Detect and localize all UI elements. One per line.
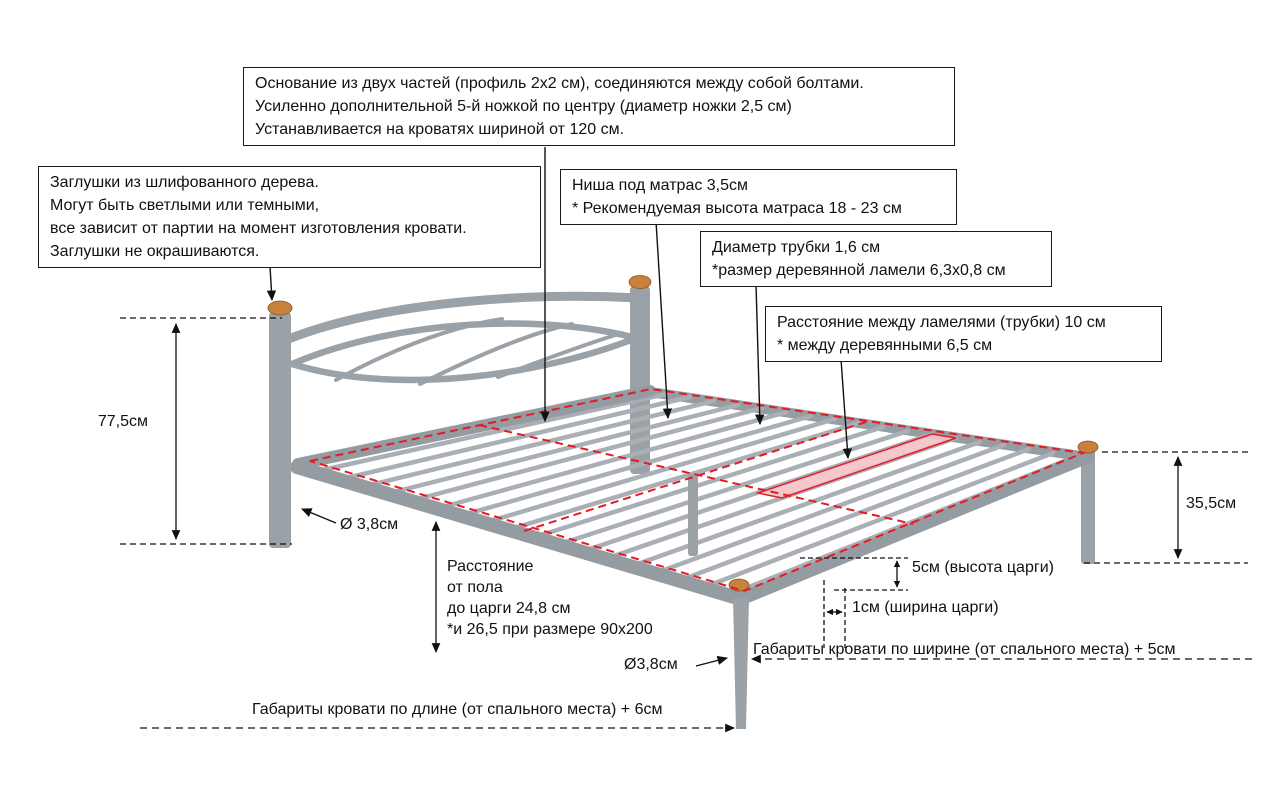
callout-base-line: Основание из двух частей (профиль 2x2 см… [255, 75, 864, 92]
dim-label-leg-diameter-foot: Ø3,8см [624, 656, 678, 673]
callout-base-line: Усиленно дополнительной 5-й ножкой по це… [255, 98, 792, 115]
callout-mattress-niche: Ниша под матрас 3,5см * Рекомендуемая вы… [560, 169, 957, 225]
near-rail [290, 460, 748, 606]
headboard-back-post [630, 286, 650, 474]
leader-tube-callout [755, 283, 765, 426]
bed-frame [267, 275, 1099, 729]
callout-base: Основание из двух частей (профиль 2x2 см… [243, 67, 955, 146]
center-fifth-leg [688, 474, 698, 556]
callout-caps-line: все зависит от партии на момент изготовл… [50, 220, 467, 237]
callout-caps: Заглушки из шлифованного дерева. Могут б… [38, 166, 541, 268]
leader-spacing-callout [840, 358, 853, 460]
highlighted-slat-gap [755, 433, 957, 499]
headboard-front-post [269, 312, 291, 548]
foot-leg-far [1081, 450, 1095, 564]
leader-leg-diameter-head [300, 508, 337, 524]
dim-label-rail-width: 1см (ширина царги) [852, 599, 999, 616]
callout-tube-line: Диаметр трубки 1,6 см [712, 239, 881, 256]
far-rail [645, 387, 1092, 462]
foot-rail [734, 450, 1094, 606]
wood-caps [267, 275, 1099, 592]
callout-spacing-line: * между деревянными 6,5 см [777, 337, 993, 354]
headboard [269, 291, 643, 548]
leader-lines [266, 147, 853, 667]
wood-cap-icon [628, 275, 652, 289]
slat-base-outline [309, 387, 1087, 593]
callout-tube-line: *размер деревянной ламели 6,3x0,8 см [712, 262, 1006, 279]
callout-base-line: Устанавливается на кроватях шириной от 1… [255, 121, 625, 138]
leader-niche-callout [655, 220, 673, 420]
dim-label-footboard-height: 35,5см [1186, 495, 1237, 512]
wood-cap-icon [267, 300, 293, 316]
callout-caps-line: Заглушки из шлифованного дерева. [50, 174, 319, 191]
callout-caps-line: Заглушки не окрашиваются. [50, 243, 260, 260]
callout-slat-spacing: Расстояние между ламелями (трубки) 10 см… [765, 306, 1162, 362]
foot-leg-near [733, 598, 749, 729]
dim-label-overall-width: Габариты кровати по ширине (от спального… [753, 641, 1176, 658]
callout-niche-line: Ниша под матрас 3,5см [572, 177, 749, 194]
dim-label-headboard-height: 77,5см [97, 413, 148, 430]
dim-label-leg-diameter-head: Ø 3,8см [340, 516, 399, 533]
leader-caps-callout [266, 265, 277, 302]
callout-spacing-line: Расстояние между ламелями (трубки) 10 см [777, 314, 1106, 331]
dim-label-floor-to-rail: Расстояние от пола до царги 24,8 см *и 2… [447, 558, 653, 638]
dim-label-overall-length: Габариты кровати по длине (от спального … [252, 701, 663, 718]
callout-tube: Диаметр трубки 1,6 см *размер деревянной… [700, 231, 1052, 287]
dimension-lines [120, 317, 1252, 733]
head-rail [292, 385, 656, 470]
dim-label-rail-height: 5см (высота царги) [912, 559, 1054, 576]
callout-niche-line: * Рекомендуемая высота матраса 18 - 23 с… [572, 200, 902, 217]
callout-caps-line: Могут быть светлыми или темными, [50, 197, 320, 214]
wood-cap-icon [1077, 440, 1099, 454]
leader-leg-diameter-foot [695, 655, 729, 667]
